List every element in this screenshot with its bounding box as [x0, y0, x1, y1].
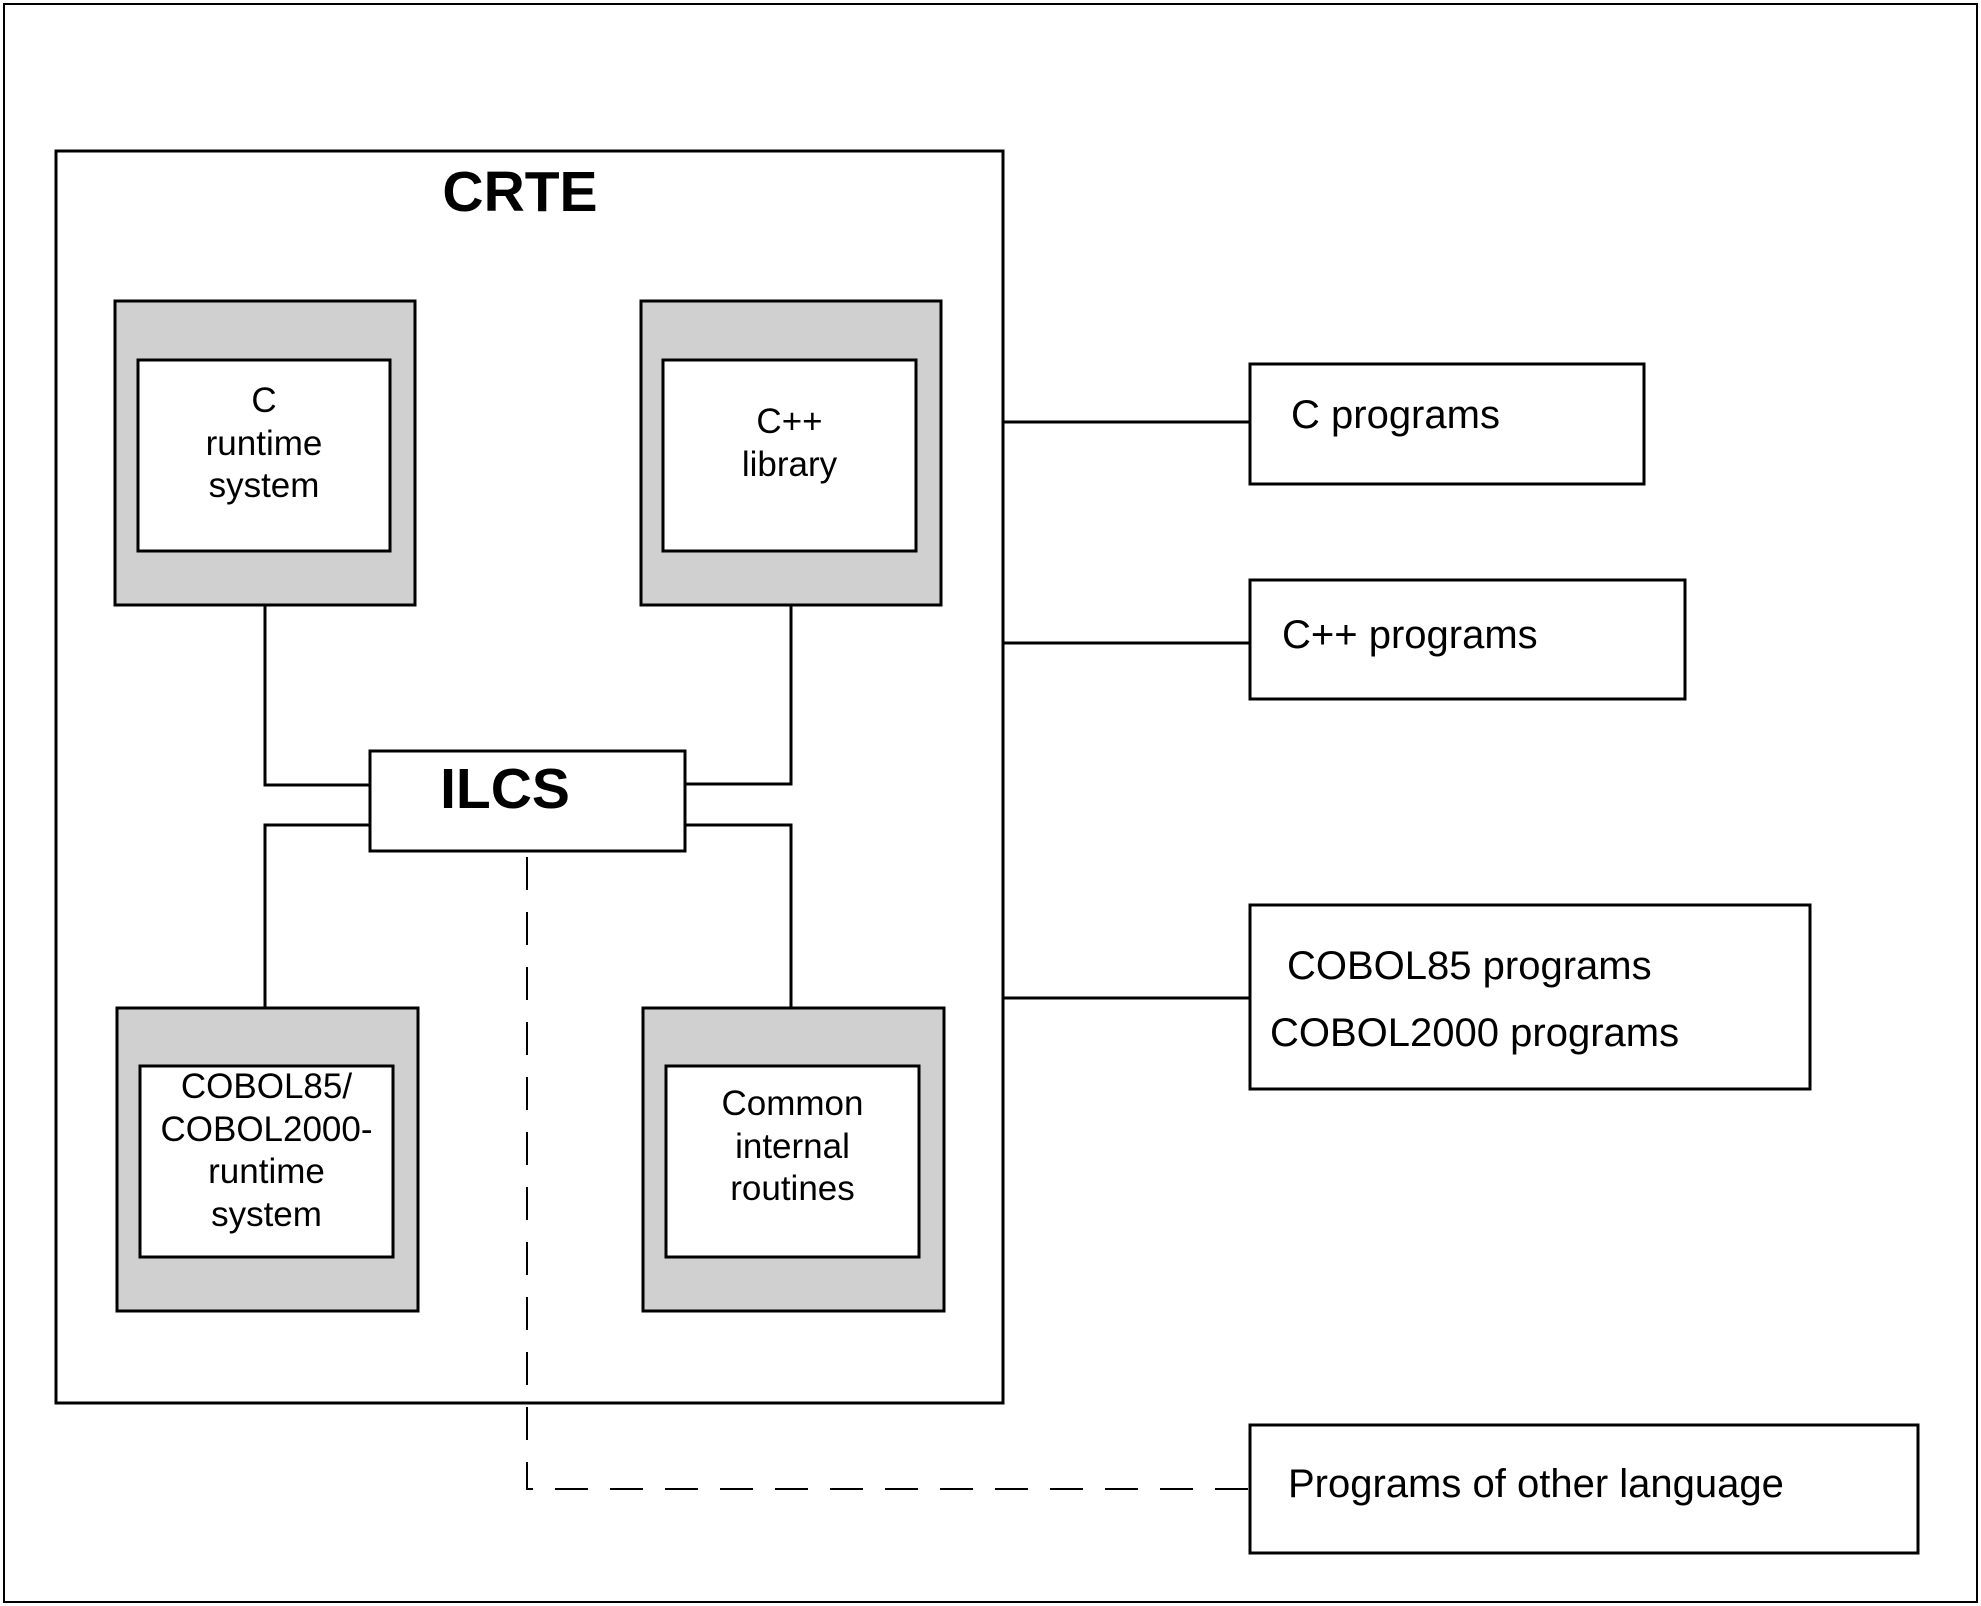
c-runtime-label-line: C: [251, 381, 277, 420]
cobol2000-programs-label: COBOL2000 programs: [1270, 1011, 1680, 1055]
cpp-programs-box: [1248, 578, 1687, 701]
ilcs-label: ILCS: [440, 757, 570, 821]
c-runtime-label: C runtime system: [140, 380, 388, 508]
c-programs-box: [1248, 362, 1646, 486]
ilcs-box: [368, 749, 687, 853]
connector-cobol-runtime-ilcs: [263, 823, 370, 1008]
connector-common-routines-ilcs: [685, 823, 793, 1008]
c-runtime-label-line: system: [208, 466, 320, 506]
cobol-runtime-label-line: runtime: [208, 1152, 325, 1192]
cpp-programs-label: C++ programs: [1282, 613, 1538, 657]
cobol-runtime-inner-box: [138, 1064, 395, 1259]
cobol85-programs-label: COBOL85 programs: [1287, 944, 1652, 988]
cobol-runtime-label-line: system: [211, 1195, 322, 1235]
c-runtime-label-line: runtime: [205, 423, 323, 463]
cpp-library-label-line: C++: [756, 402, 823, 441]
cpp-library-label: C++ library: [665, 401, 914, 486]
c-programs-label: C programs: [1291, 393, 1500, 437]
cobol-runtime-label: COBOL85/ COBOL2000- runtime system: [140, 1066, 393, 1237]
common-routines-label-line: routines: [730, 1169, 855, 1209]
cpp-library-inner-box: [661, 358, 918, 553]
common-routines-label-line: Common: [721, 1084, 864, 1123]
connector-ilcs-other-language: [526, 857, 1250, 1490]
cobol-programs-box: [1248, 903, 1812, 1091]
cobol-runtime-label-line: COBOL85/: [180, 1067, 353, 1106]
other-language-programs-box: [1248, 1423, 1920, 1555]
cpp-library-label-line: library: [741, 444, 838, 484]
crte-title: CRTE: [442, 160, 598, 224]
connector-cpp-library-ilcs: [685, 605, 793, 786]
common-routines-label-line: internal: [735, 1126, 850, 1166]
cobol-runtime-label-line: COBOL2000-: [160, 1109, 373, 1149]
c-runtime-inner-box: [136, 358, 392, 553]
other-language-programs-label: Programs of other language: [1288, 1462, 1784, 1506]
connector-c-runtime-ilcs: [263, 605, 370, 787]
common-routines-label: Common internal routines: [668, 1083, 917, 1211]
common-routines-inner-box: [664, 1064, 921, 1259]
